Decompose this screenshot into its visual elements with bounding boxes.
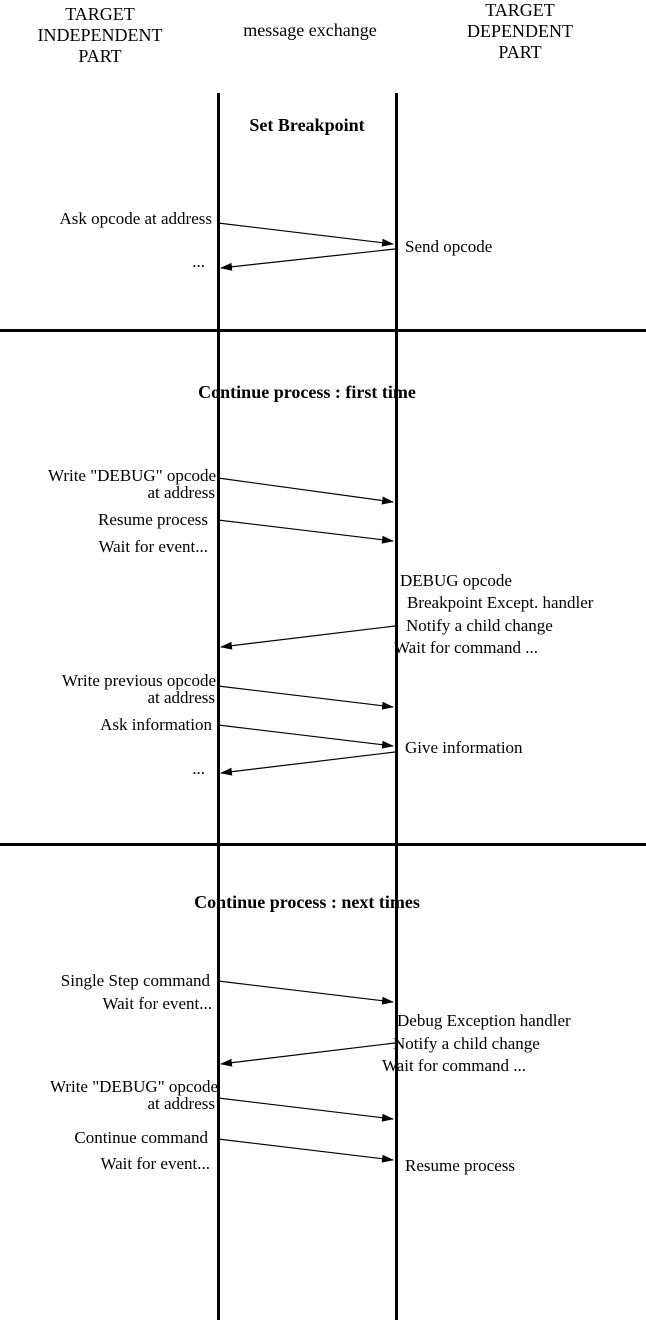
label-write-previous-opcode: Write previous opcode xyxy=(61,671,216,690)
label-notify-a-child-change-2: Notify a child change xyxy=(393,1034,540,1053)
label-ask-information: Ask information xyxy=(100,715,212,734)
label-write-debug-opcode-1: Write "DEBUG" opcode xyxy=(47,466,216,485)
msg-write-debug-2 xyxy=(217,1097,394,1122)
section-title-continue-first-time: Continue process : first time xyxy=(198,382,416,402)
label-at-address-1: at address xyxy=(147,483,215,502)
msg-write-previous xyxy=(217,685,394,710)
label-wait-for-event-1: Wait for event... xyxy=(98,537,208,556)
label-debug-opcode: DEBUG opcode xyxy=(400,571,512,590)
label-wait-for-command-1: Wait for command ... xyxy=(394,638,539,657)
section-divider-1 xyxy=(0,329,646,332)
label-wait-for-command-2: Wait for command ... xyxy=(382,1056,527,1075)
right-lifeline xyxy=(395,93,398,1320)
label-breakpoint-except-handler: Breakpoint Except. handler xyxy=(407,593,594,612)
msg-single-step xyxy=(217,980,394,1005)
label-at-address-3: at address xyxy=(147,1094,215,1113)
center-column-title: message exchange xyxy=(243,20,377,40)
label-wait-for-event-2: Wait for event... xyxy=(102,994,212,1013)
msg-ask-information xyxy=(217,724,394,749)
msg-notify-child-2 xyxy=(220,1042,396,1067)
label-write-debug-opcode-2: Write "DEBUG" opcode xyxy=(49,1077,218,1096)
label-give-information: Give information xyxy=(405,738,523,757)
msg-resume-process xyxy=(217,519,394,544)
left-column-title: TARGET INDEPENDENT PART xyxy=(37,4,163,66)
label-notify-a-child-change-1: Notify a child change xyxy=(406,616,553,635)
label-ask-opcode-at-address: Ask opcode at address xyxy=(59,209,213,228)
label-ellipsis-1: ... xyxy=(192,252,205,271)
msg-notify-child-1 xyxy=(220,625,396,650)
left-lifeline xyxy=(217,93,220,1320)
label-send-opcode: Send opcode xyxy=(405,237,493,256)
msg-write-debug-1 xyxy=(217,477,394,505)
label-resume-process: Resume process xyxy=(405,1156,516,1175)
section-title-set-breakpoint: Set Breakpoint xyxy=(249,115,365,135)
msg-send-opcode-reply xyxy=(220,248,396,271)
right-column-title: TARGET DEPENDENT PART xyxy=(467,0,573,62)
label-continue-command: Continue command xyxy=(74,1128,208,1147)
msg-continue-command xyxy=(217,1138,394,1163)
section-divider-2 xyxy=(0,843,646,846)
msg-ask-opcode xyxy=(217,222,394,247)
label-wait-for-event-3: Wait for event... xyxy=(100,1154,210,1173)
label-ellipsis-2: ... xyxy=(192,759,205,778)
label-at-address-2: at address xyxy=(147,688,215,707)
section-title-continue-next-times: Continue process : next times xyxy=(194,892,420,912)
label-resume-process-command: Resume process xyxy=(97,510,208,529)
label-single-step-command: Single Step command xyxy=(60,971,210,990)
msg-give-info-reply xyxy=(220,751,396,776)
label-debug-exception-handler: Debug Exception handler xyxy=(397,1011,571,1030)
